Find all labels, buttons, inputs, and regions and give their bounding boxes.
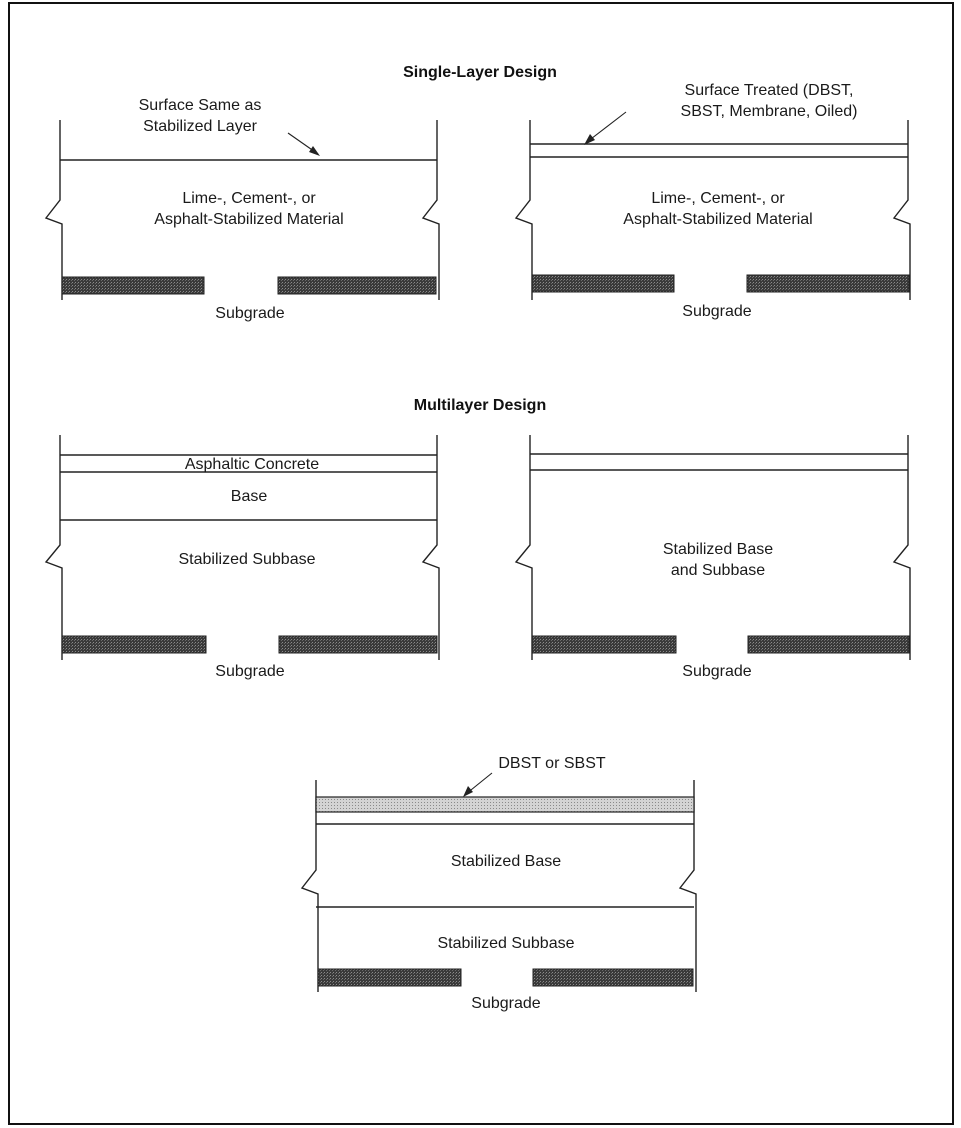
callout-label: SBST, Membrane, Oiled) [681, 103, 858, 120]
multilayer-heading: Multilayer Design [414, 397, 546, 414]
right-break-line [678, 780, 697, 992]
layer-label: Stabilized Subbase [179, 551, 316, 568]
subgrade-hatch-left [61, 276, 205, 295]
subgrade-hatch-right [278, 635, 438, 654]
panel-single-surface-treated: Surface Treated (DBST, SBST, Membrane, O… [514, 82, 911, 320]
subgrade-hatch-left [317, 968, 462, 987]
right-break-line [892, 435, 911, 660]
subgrade-hatch-right [532, 968, 694, 987]
panel-multi-combined-base: Stabilized Base and Subbase Subgrade [514, 435, 911, 680]
subgrade-hatch-left [531, 274, 675, 293]
subgrade-label: Subgrade [471, 995, 540, 1012]
callout-label: Surface Treated (DBST, [685, 82, 854, 99]
layer-label: Lime-, Cement-, or [651, 190, 785, 207]
left-break-line [44, 435, 63, 660]
panel-multi-asphaltic-concrete: Asphaltic Concrete Base Stabilized Subba… [44, 435, 440, 680]
arrowhead [584, 134, 595, 145]
layer-label: Stabilized Base [451, 853, 561, 870]
callout-arrow [586, 111, 627, 143]
layer-label: Lime-, Cement-, or [182, 190, 316, 207]
left-break-line [514, 120, 533, 300]
figure-frame [8, 2, 954, 1125]
left-break-line [514, 435, 533, 660]
arrowhead [309, 146, 320, 156]
callout-label: Stabilized Layer [143, 118, 258, 135]
surface-treatment-layer [315, 796, 695, 813]
layer-label: Stabilized Subbase [438, 935, 575, 952]
callout-label: Surface Same as [139, 97, 262, 114]
subgrade-label: Subgrade [215, 305, 284, 322]
left-break-line [44, 120, 63, 300]
panel-single-stabilized-surface: Surface Same as Stabilized Layer Lime-, … [44, 97, 440, 322]
layer-label: Asphalt-Stabilized Material [154, 211, 343, 228]
layer-label: and Subbase [671, 562, 765, 579]
right-break-line [892, 120, 911, 300]
arrowhead [463, 786, 473, 797]
subgrade-label: Subgrade [682, 303, 751, 320]
layer-label: Base [231, 488, 268, 505]
layer-label: Asphaltic Concrete [185, 456, 319, 473]
single-layer-heading: Single-Layer Design [403, 64, 557, 81]
right-break-line [421, 120, 440, 300]
right-break-line [421, 435, 440, 660]
subgrade-hatch-right [747, 635, 910, 654]
subgrade-label: Subgrade [682, 663, 751, 680]
subgrade-label: Subgrade [215, 663, 284, 680]
callout-label: DBST or SBST [498, 755, 606, 772]
subgrade-hatch-right [277, 276, 437, 295]
layer-label: Stabilized Base [663, 541, 773, 558]
subgrade-hatch-left [61, 635, 207, 654]
subgrade-hatch-left [531, 635, 677, 654]
layer-label: Asphalt-Stabilized Material [623, 211, 812, 228]
panel-multi-surface-treated: DBST or SBST Stabilized Base Stabilized … [300, 755, 697, 1012]
left-break-line [300, 780, 319, 992]
subgrade-hatch-right [746, 274, 910, 293]
